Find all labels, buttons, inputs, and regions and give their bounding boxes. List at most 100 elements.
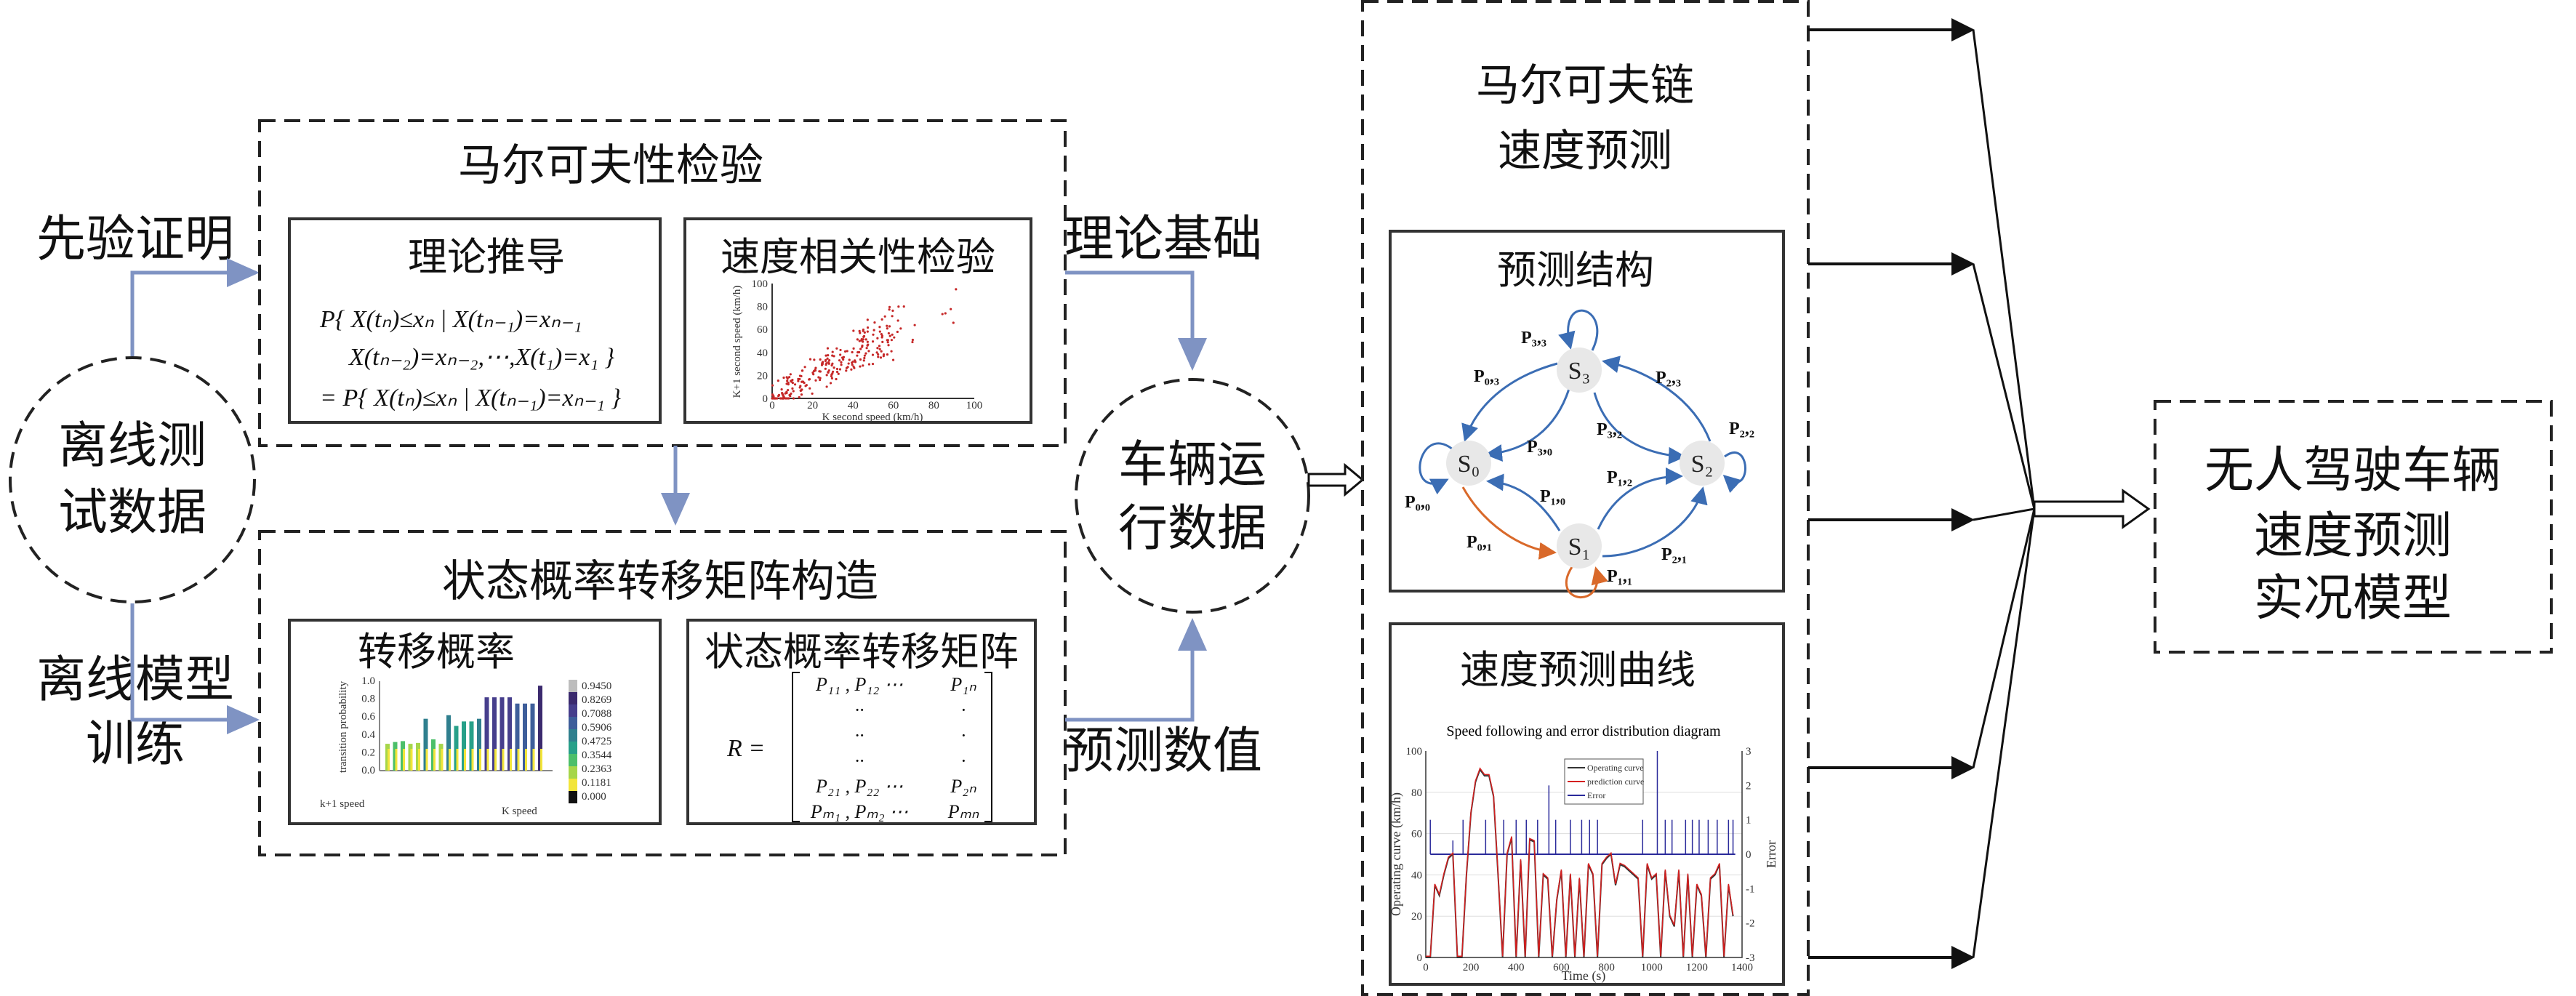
scatter-point (819, 370, 822, 373)
theory-basis-label: 理论基础 (1064, 211, 1262, 268)
scatter-point (941, 313, 944, 316)
colorbar-segment (569, 729, 577, 742)
probability-bar-base (425, 749, 428, 771)
colorbar-label: 0.2363 (582, 763, 611, 775)
equation-line: = P{ X(tₙ)≤xₙ | X(tₙ₋₁)=xₙ₋₁ } (320, 385, 621, 411)
matrix-panel (686, 619, 1037, 825)
matrix-brackets (792, 672, 992, 822)
scatter-point (798, 386, 801, 389)
scatter-point (791, 382, 794, 385)
scatter-point (879, 356, 883, 359)
scatter-point (801, 369, 804, 372)
scatter-point (780, 388, 783, 391)
scatter-point (772, 395, 775, 398)
scatter-point (851, 361, 854, 364)
edge-label: P₂,₂ (1729, 419, 1754, 438)
state-node-s1 (1557, 523, 1602, 569)
scatter-point (848, 358, 851, 361)
transition-title: 转移概率 (358, 629, 515, 675)
scatter-point (789, 395, 792, 398)
scatter-point (891, 333, 894, 336)
scatter-point (838, 359, 841, 362)
scatter-point (886, 341, 889, 344)
scatter-point (862, 359, 865, 362)
scatter-point (814, 379, 817, 382)
scatter-point (776, 397, 779, 400)
scatter-point (824, 364, 827, 366)
edge-p11 (1565, 566, 1608, 599)
chart-ylabel: Operating curve (km/h) (1389, 792, 1404, 916)
scatter-point (814, 366, 817, 369)
scatter-point (856, 351, 859, 354)
scatter-point (859, 358, 862, 361)
edge-label: P₁,₁ (1607, 567, 1632, 586)
scatter-point (950, 308, 952, 310)
scatter-point (891, 315, 894, 318)
y2-tick-label: -2 (1746, 918, 1755, 930)
colorbar-segment (569, 692, 577, 704)
markov-chain-group (1361, 0, 1810, 996)
matrix-cell: P₂₁ , P₂₂ ⋯ (815, 776, 903, 797)
scatter-point (798, 377, 801, 381)
state-label: S₂ (1691, 451, 1714, 478)
scatter-point (886, 327, 888, 330)
colorbar-segment (569, 791, 577, 803)
scatter-xtick: 0 (769, 400, 775, 411)
scatter-point (859, 348, 862, 350)
scatter-ytick: 60 (757, 324, 768, 336)
z-tick: 1.0 (361, 675, 375, 687)
scatter-point (830, 377, 834, 379)
scatter-point (952, 321, 955, 324)
x-tick-label: 1200 (1686, 962, 1708, 973)
scatter-point (888, 325, 891, 328)
scatter-point (859, 332, 862, 334)
probability-bar-base (388, 749, 390, 771)
vehicle-data-label: 车辆运 (1118, 436, 1267, 494)
z-tick: 0.6 (361, 711, 375, 723)
edge-p22 (1722, 451, 1746, 494)
probability-bar-base (502, 749, 505, 771)
probability-bar-base (471, 749, 474, 771)
scatter-point (871, 362, 875, 366)
scatter-xlabel: K second speed (km/h) (822, 411, 923, 423)
scatter-point (831, 372, 834, 375)
scatter-point (847, 362, 850, 365)
scatter-point (881, 340, 884, 343)
arrow-to-markov-test (130, 258, 260, 356)
probability-bar (507, 697, 512, 771)
edge-p12 (1597, 467, 1683, 530)
scatter-point (827, 369, 830, 372)
edge-label: P₁,₀ (1540, 487, 1565, 506)
matrix-title: 状态概率转移矩阵 (705, 629, 1019, 675)
scatter-point (826, 357, 829, 360)
scatter-point (875, 351, 878, 354)
probability-bar (515, 703, 520, 771)
edge-label: P₁,₂ (1607, 468, 1632, 487)
colorbar-segment (569, 680, 577, 692)
edge-p32 (1593, 392, 1686, 465)
colorbar-segment (569, 766, 577, 779)
scatter-point (801, 388, 803, 391)
scatter-point (888, 305, 891, 308)
matrix-build-title: 状态概率转移矩阵构造 (442, 556, 878, 607)
matrix-cell: · (961, 725, 966, 746)
scatter-point (800, 374, 803, 378)
offline-data-label: 试数据 (58, 484, 206, 542)
z-tick: 0.8 (361, 694, 375, 705)
scatter-point (897, 305, 900, 308)
scatter-point (835, 370, 839, 374)
edge-p30 (1485, 388, 1570, 462)
scatter-point (787, 388, 790, 392)
scatter-ytick: 100 (752, 278, 769, 290)
x-tick-label: 1000 (1641, 962, 1663, 973)
scatter-point (859, 365, 862, 368)
colorbar-label: 0.9450 (582, 680, 611, 692)
matrix-body: P₁₁ , P₁₂ ⋯P₁ₙ·········P₂₁ , P₂₂ ⋯P₂ₙPₘ₁… (810, 674, 979, 822)
probability-bar (477, 718, 481, 771)
y2-tick-label: -1 (1746, 883, 1755, 895)
result-label: 无人驾驶车辆 (2204, 442, 2501, 499)
matrix-cell: P₁ₙ (950, 674, 976, 695)
scatter-point (913, 324, 916, 326)
scatter-ytick: 80 (757, 302, 768, 313)
